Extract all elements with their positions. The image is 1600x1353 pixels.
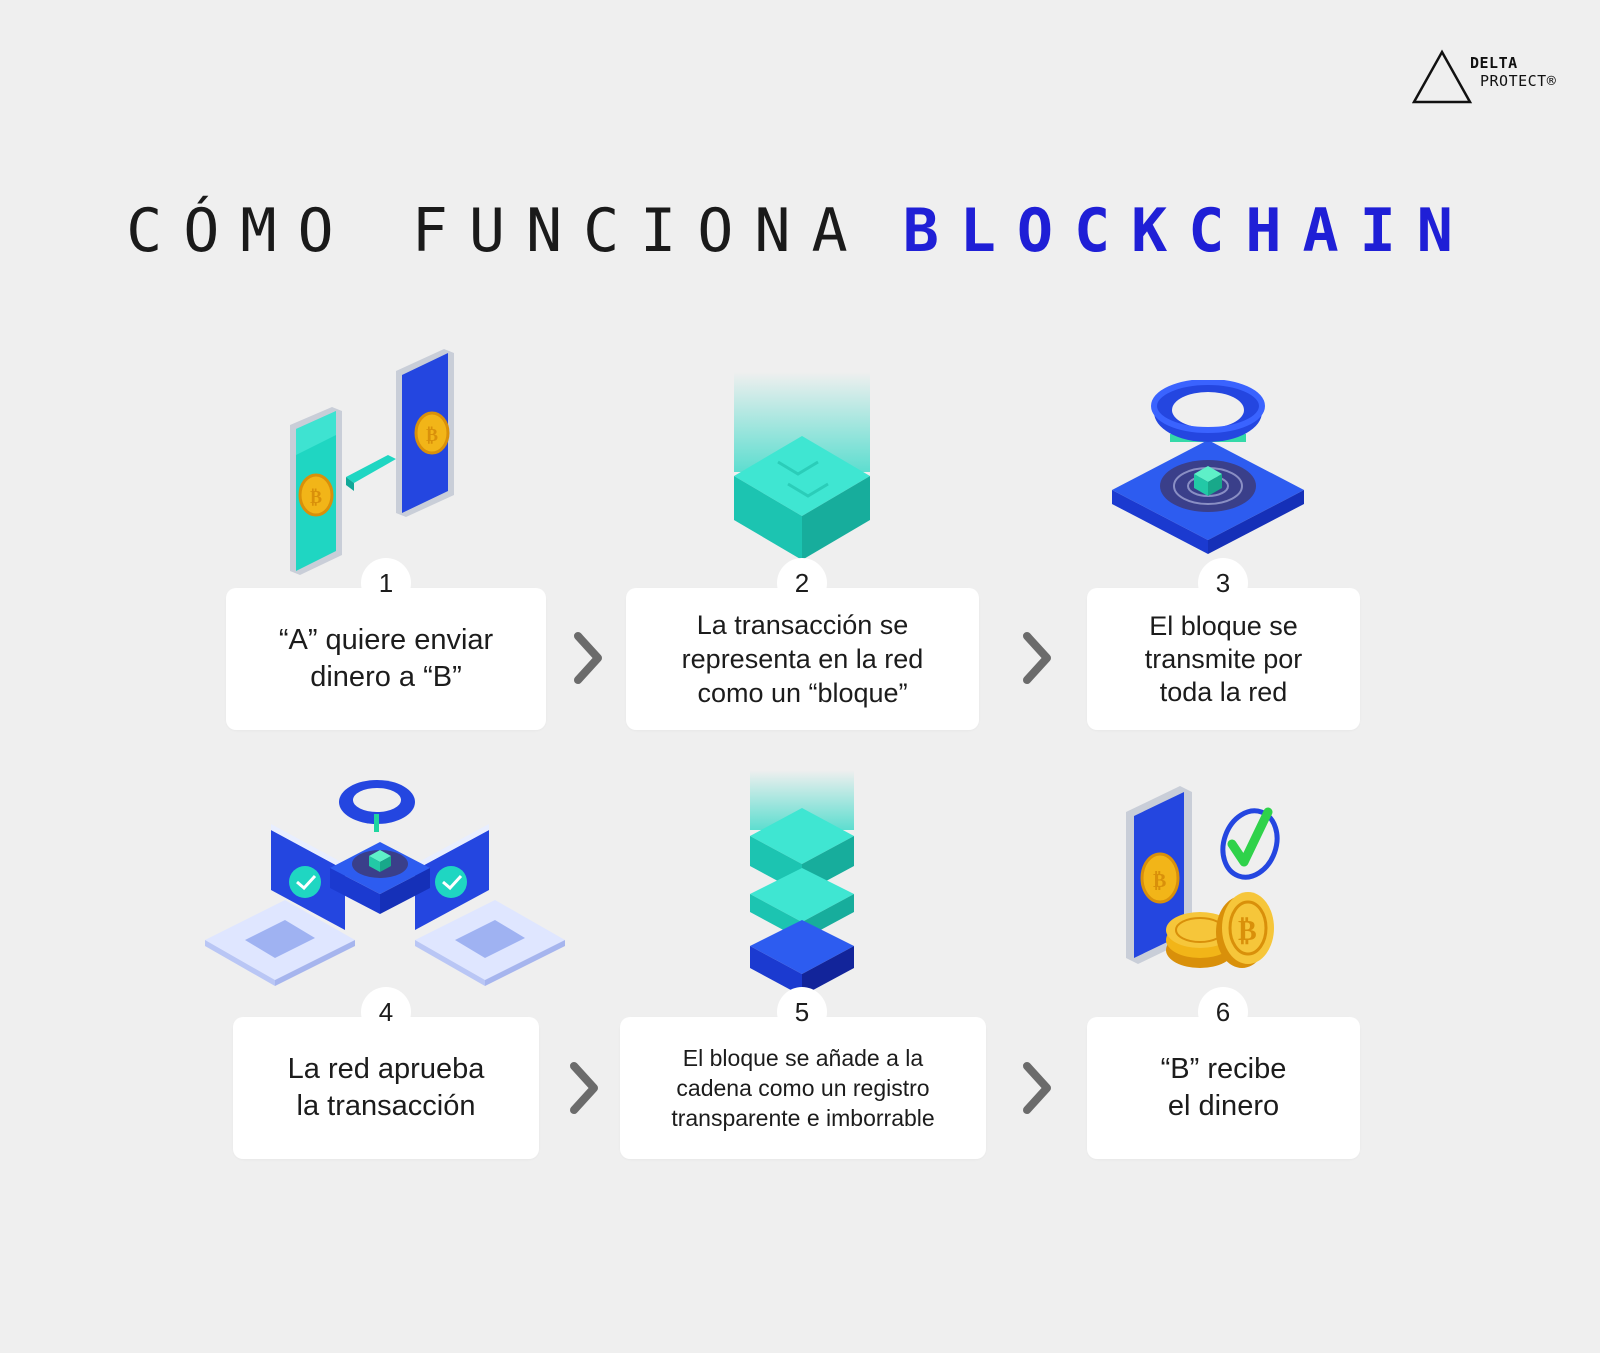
step-number-3: 3 [1198,558,1248,608]
step-text-2: La transacción se representa en la red c… [681,610,924,708]
step-card-1: “A” quiere enviar dinero a “B” [226,588,546,730]
block-icon [734,372,870,560]
chevron-right-icon [574,632,602,684]
svg-text:₿: ₿ [1153,868,1166,892]
title-main: CÓMO FUNCIONA [126,196,869,266]
phones-transfer-icon: ₿ ₿ [290,349,454,575]
step-card-2: La transacción se representa en la red c… [626,588,979,730]
brand-line-1: DELTA [1470,54,1518,72]
page-title: CÓMO FUNCIONA BLOCKCHAIN [0,196,1600,266]
step-number-5: 5 [777,987,827,1037]
svg-text:₿: ₿ [426,425,438,446]
brand-line-2: PROTECT® [1480,72,1557,90]
step-number-6: 6 [1198,987,1248,1037]
step-text-4: La red aprueba la transacción [287,1053,485,1122]
chevron-right-icon [570,1062,598,1114]
chevron-right-icon [1023,1062,1051,1114]
step-card-3: El bloque se transmite por toda la red [1087,588,1360,730]
chevron-right-icon [1023,632,1051,684]
svg-text:₿: ₿ [310,487,322,508]
step-number-2: 2 [777,558,827,608]
network-node-icon [1112,380,1304,554]
step-number-4: 4 [361,987,411,1037]
brand-logo: DELTA PROTECT® [1412,48,1562,106]
step-card-6: “B” recibe el dinero [1087,1017,1360,1159]
phone-coins-check-icon: ₿ ₿ [1126,786,1280,968]
laptops-approve-icon [205,780,565,986]
step-card-5: El bloque se añade a la cadena como un r… [620,1017,986,1159]
step-text-3: El bloque se transmite por toda la red [1144,610,1303,707]
step-card-4: La red aprueba la transacción [233,1017,539,1159]
step-text-5: El bloque se añade a la cadena como un r… [671,1045,935,1131]
block-chain-stack-icon [750,770,854,996]
title-accent: BLOCKCHAIN [902,196,1474,266]
step-number-1: 1 [361,558,411,608]
delta-triangle-icon [1412,49,1473,104]
svg-text:₿: ₿ [1238,914,1257,947]
step-text-6: “B” recibe el dinero [1160,1053,1287,1122]
step-text-1: “A” quiere enviar dinero a “B” [278,624,494,693]
